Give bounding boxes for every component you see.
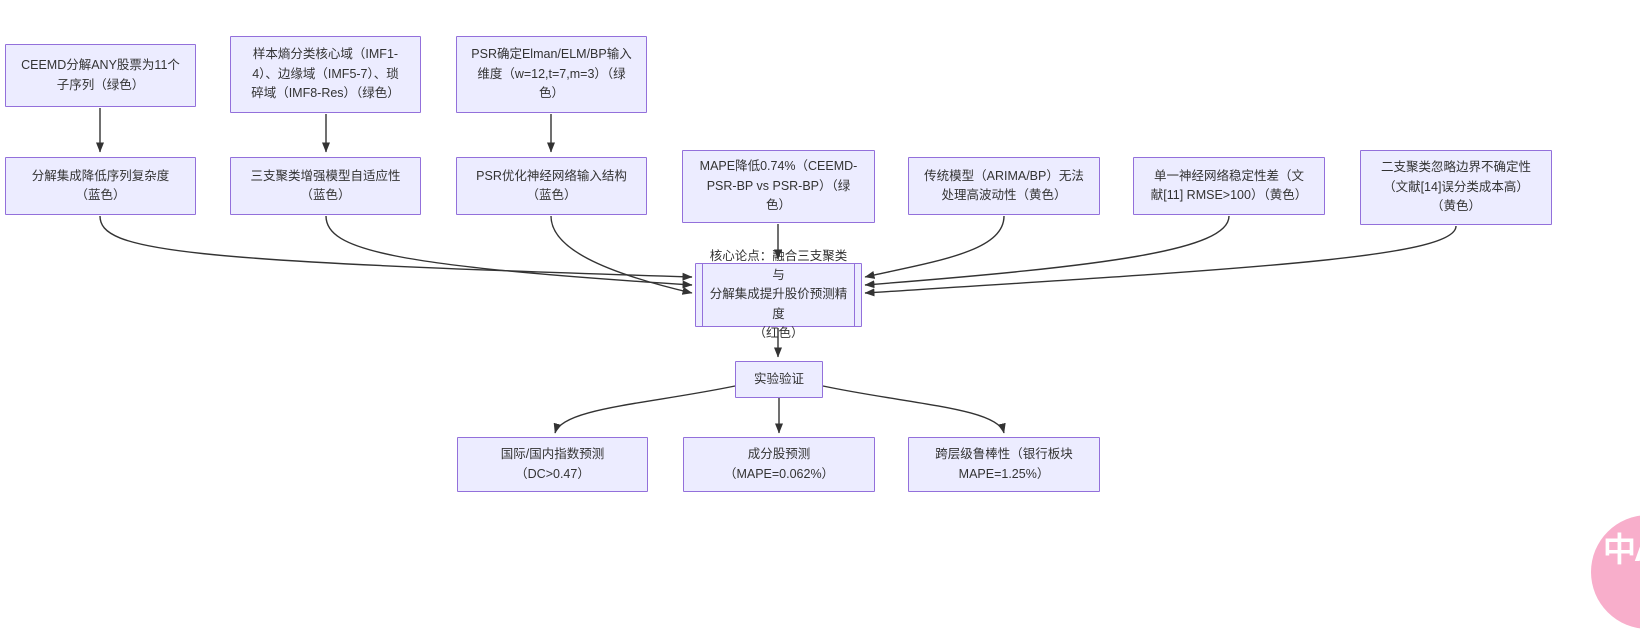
flow-edge-decompose-complexity-to-core-thesis [99, 215, 693, 281]
flow-node-two-way-limit: 二支聚类忽略边界不确定性 （文献[14]误分类成本高） （黄色） [1360, 150, 1552, 225]
flow-edge-experiment-validation-to-index-prediction [553, 385, 736, 434]
translate-float-button[interactable]: 中A [1591, 515, 1640, 629]
translate-button-label: 中A [1603, 531, 1640, 568]
flow-node-sample-entropy: 样本熵分类核心域（IMF1- 4）、边缘域（IMF5-7）、琐 碎域（IMF8-… [230, 36, 421, 113]
flow-node-core-thesis: 核心论点：融合三支聚类与 分解集成提升股价预测精度 （红色） [695, 249, 862, 340]
flow-node-single-nn-unstable: 单一神经网络稳定性差（文 献[11] RMSE>100）（黄色） [1133, 157, 1325, 215]
flow-node-stock-prediction: 成分股预测 （MAPE=0.062%） [683, 437, 875, 492]
flow-edge-psr-structure-to-core-thesis [550, 215, 693, 295]
flow-edge-traditional-limit-to-core-thesis [864, 215, 1005, 279]
flow-node-experiment-validation: 实验验证 [735, 361, 823, 398]
flow-edge-single-nn-unstable-to-core-thesis [864, 215, 1230, 289]
flow-edge-three-way-adaptive-to-core-thesis [325, 215, 693, 289]
flow-node-three-way-adaptive: 三支聚类增强模型自适应性 （蓝色） [230, 157, 421, 215]
flow-node-mape-improve: MAPE降低0.74%（CEEMD- PSR-BP vs PSR-BP）（绿 色… [682, 150, 875, 223]
flow-node-psr-dimension: PSR确定Elman/ELM/BP输入 维度（w=12,t=7,m=3）（绿 色… [456, 36, 647, 113]
flow-node-robustness: 跨层级鲁棒性（银行板块 MAPE=1.25%） [908, 437, 1100, 492]
flow-edge-experiment-validation-to-robustness [822, 385, 1006, 434]
flow-node-decompose-complexity: 分解集成降低序列复杂度 （蓝色） [5, 157, 196, 215]
flow-node-psr-structure: PSR优化神经网络输入结构 （蓝色） [456, 157, 647, 215]
flow-node-index-prediction: 国际/国内指数预测 （DC>0.47） [457, 437, 648, 492]
flowchart-canvas: CEEMD分解ANY股票为11个 子序列（绿色） 样本熵分类核心域（IMF1- 4… [5, 36, 1640, 629]
flow-node-traditional-limit: 传统模型（ARIMA/BP）无法 处理高波动性（黄色） [908, 157, 1100, 215]
flow-edge-two-way-limit-to-core-thesis [864, 225, 1457, 297]
flow-node-ceemd-decompose: CEEMD分解ANY股票为11个 子序列（绿色） [5, 44, 196, 107]
